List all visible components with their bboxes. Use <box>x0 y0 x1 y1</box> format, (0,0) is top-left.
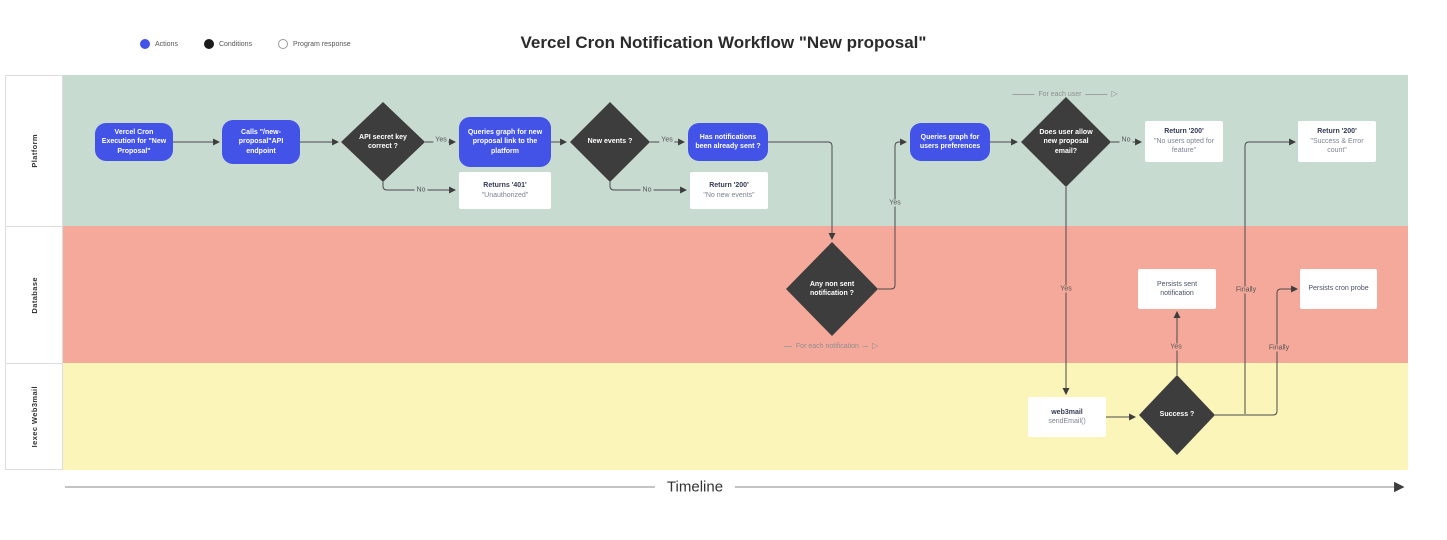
legend-conditions-label: Conditions <box>218 40 253 48</box>
loop-arrow-icon: ▷ <box>1111 89 1118 98</box>
dash-line <box>862 345 868 347</box>
edge-label-yes: Yes <box>1058 285 1074 293</box>
legend-item-program-response: Program response <box>278 39 351 49</box>
legend-item-actions: Actions <box>140 39 178 49</box>
loop-arrow-icon: ▷ <box>871 341 879 350</box>
node-web3mail-sendemail: web3mail sendEmail() <box>1028 397 1106 437</box>
node-returns-401: Returns '401' "Unauthorized" <box>459 172 551 209</box>
edge-label-yes: Yes <box>433 136 449 144</box>
loop-label-for-each-notification: For each notification ▷ <box>783 341 879 350</box>
legend-item-conditions: Conditions <box>203 39 253 49</box>
node-api-secret-correct: API secret key correct ? <box>341 102 425 182</box>
edge-label-yes: Yes <box>887 199 903 207</box>
legend: Actions Conditions Program response <box>140 39 351 49</box>
node-return-200-success: Return '200' "Success & Error count" <box>1298 121 1376 162</box>
actions-dot-icon <box>140 39 150 49</box>
page-title: Vercel Cron Notification Workflow "New p… <box>520 33 927 52</box>
edge-label-no: No <box>1119 136 1133 144</box>
node-persists-cron-probe: Persists cron probe <box>1300 269 1377 309</box>
dash-line <box>783 345 792 347</box>
node-does-user-allow-email: Does user allow new proposal email? <box>1021 97 1111 187</box>
edge-label-yes: Yes <box>1168 343 1184 351</box>
node-any-non-sent-notification: Any non sent notification ? <box>786 242 878 336</box>
node-success: Success ? <box>1139 375 1215 455</box>
node-new-events: New events ? <box>570 102 650 182</box>
edge-label-yes: Yes <box>659 136 675 144</box>
lane-label-platform: Platform <box>6 76 62 227</box>
lane-label-column: Platform Database Iexec Web3mail <box>5 75 63 470</box>
node-persists-sent-notification: Persists sent notification <box>1138 269 1216 309</box>
edge-label-no: No <box>414 186 428 194</box>
node-vercel-cron-execution: Vercel Cron Execution for "New Proposal" <box>95 123 173 161</box>
edge-label-finally: Finally <box>1266 344 1292 352</box>
edge-label-finally: Finally <box>1233 286 1259 294</box>
lane-label-database: Database <box>6 227 62 364</box>
program-response-dot-icon <box>278 39 289 49</box>
node-return-200-no-events: Return '200' "No new events" <box>690 172 768 209</box>
node-queries-users-preferences: Queries graph for users preferences <box>910 123 990 161</box>
conditions-dot-icon <box>203 39 214 49</box>
node-calls-endpoint: Calls "/new-proposal"API endpoint <box>222 120 300 164</box>
loop-label-for-each-user: For each user ▷ <box>1012 89 1118 98</box>
node-queries-new-proposal: Queries graph for new proposal link to t… <box>459 117 551 167</box>
node-return-200-no-users: Return '200' "No users opted for feature… <box>1145 121 1223 162</box>
timeline-label: Timeline <box>654 478 736 496</box>
edge-label-no: No <box>640 186 654 194</box>
lane-label-web3mail: Iexec Web3mail <box>29 386 39 448</box>
node-has-notifications-sent: Has notifications been already sent ? <box>688 123 768 161</box>
dash-line <box>1085 93 1108 95</box>
dash-line <box>1012 93 1035 95</box>
legend-program-response-label: Program response <box>293 40 351 48</box>
legend-actions-label: Actions <box>155 40 178 48</box>
